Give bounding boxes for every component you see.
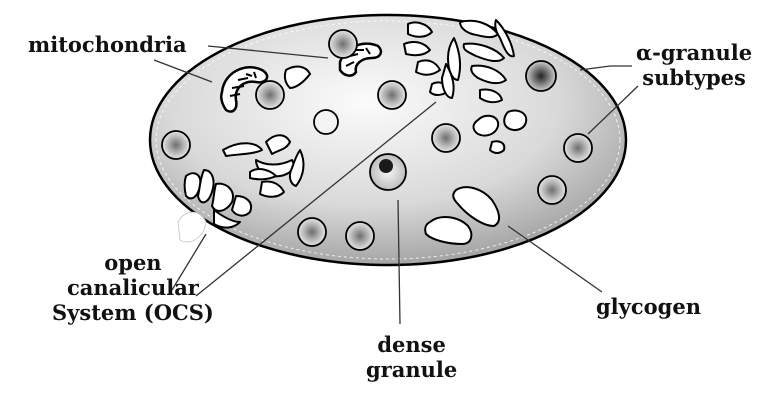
leader-glycogen: [508, 226, 602, 292]
label-alpha-granule-line1: α-granule: [636, 40, 752, 65]
label-mitochondria: mitochondria: [28, 32, 187, 57]
label-ocs-line1: open: [52, 250, 214, 275]
label-dense-granule-line1: dense: [366, 332, 457, 357]
label-mitochondria-text: mitochondria: [28, 32, 187, 57]
label-dense-granule-line2: granule: [366, 357, 457, 382]
label-alpha-granule-line2: subtypes: [636, 65, 752, 90]
dense-granule: [370, 154, 406, 190]
ocs-membrane-opening: [178, 212, 206, 242]
label-alpha-granule: α-granule subtypes: [636, 40, 752, 90]
label-dense-granule: dense granule: [366, 332, 457, 382]
label-glycogen: glycogen: [596, 294, 701, 319]
label-glycogen-text: glycogen: [596, 294, 701, 319]
label-ocs-line2: canalicular: [52, 275, 214, 300]
label-ocs-line3: System (OCS): [52, 300, 214, 325]
label-open-canalicular: open canalicular System (OCS): [52, 250, 214, 325]
